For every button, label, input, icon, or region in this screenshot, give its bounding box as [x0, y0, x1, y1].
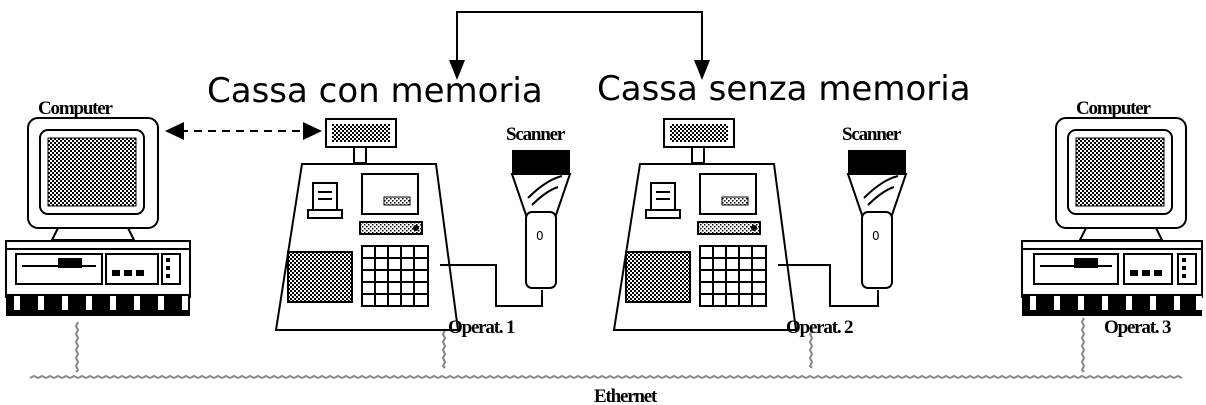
- cash-register-2: [614, 119, 796, 330]
- barcode-scanner-icon: [848, 150, 906, 174]
- computer-right-label: Computer: [1076, 98, 1152, 119]
- barcode-scanner-icon: [512, 150, 570, 174]
- operator-1-label: Operat. 1: [448, 317, 515, 338]
- computer-left: Computer: [6, 98, 190, 316]
- arrow-left-icon: [165, 122, 184, 140]
- scanner-2-label: Scanner: [842, 124, 902, 145]
- computer-left-label: Computer: [38, 98, 114, 119]
- svg-text:0: 0: [872, 229, 880, 243]
- arrow-right-icon: [303, 122, 322, 140]
- register-without-memory-label: Cassa senza memoria: [597, 69, 971, 109]
- svg-text:0: 0: [536, 229, 544, 243]
- cash-register-1: [276, 119, 458, 330]
- register-link-bracket: [457, 12, 702, 63]
- operator-3-label: Operat. 3: [1104, 317, 1171, 338]
- operator-2-label: Operat. 2: [786, 317, 853, 338]
- ethernet-bus: [30, 318, 1182, 378]
- scanner-2: Scanner 0: [842, 124, 906, 288]
- computer-right: Computer: [1022, 98, 1202, 316]
- register-with-memory-label: Cassa con memoria: [207, 71, 543, 111]
- ethernet-label: Ethernet: [594, 386, 658, 405]
- serial-link: [165, 122, 322, 140]
- scanner-1: Scanner 0: [506, 124, 570, 288]
- scanner-1-label: Scanner: [506, 124, 566, 145]
